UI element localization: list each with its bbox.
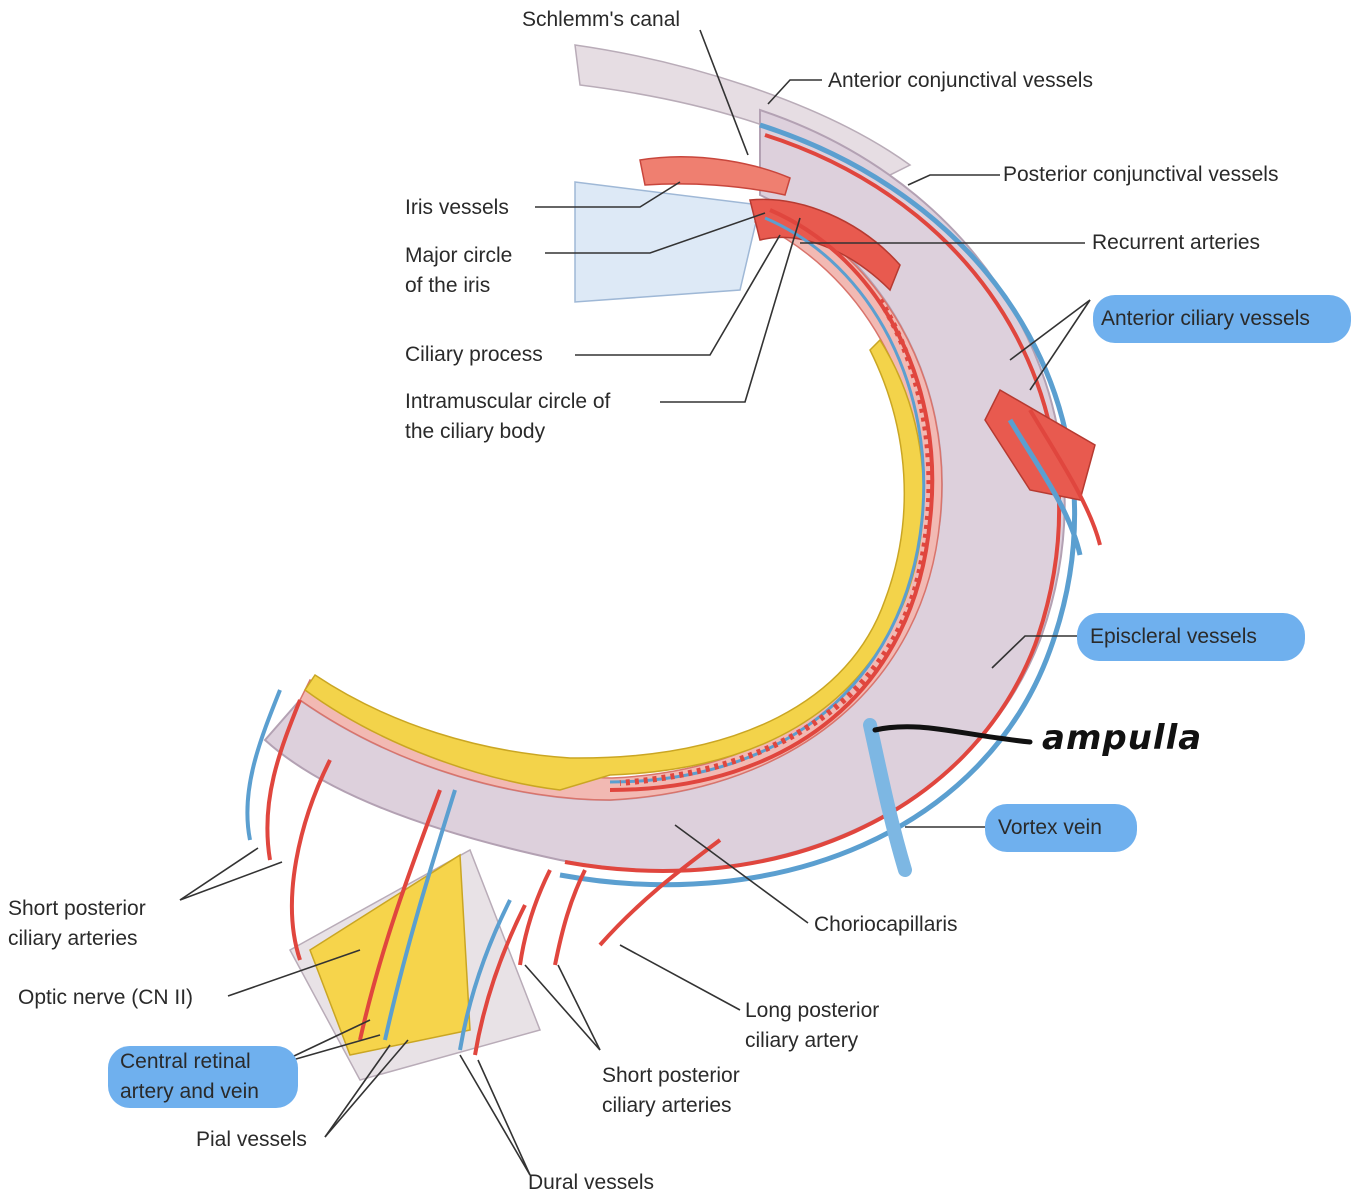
leader-pial-1 [324,1044,391,1138]
leader-major-circle [545,212,766,254]
label-long-posterior-2: ciliary artery [745,1029,859,1052]
label-ampulla: ampulla [1042,718,1203,758]
central-retinal-vein [383,789,457,1041]
label-central-retinal-1: Central retinal [120,1050,251,1073]
ampulla-pointer [872,724,1033,745]
leader-short-post-left-2 [179,861,283,901]
highlight-episcleral [1077,613,1305,661]
leader-lines [179,29,1091,1176]
dural-vessel-1 [458,899,512,1051]
leader-iris-vessels [535,181,681,208]
label-schlemms-canal: Schlemm's canal [522,8,681,31]
leader-short-post-bottom-2 [557,964,601,1051]
label-choriocapillaris: Choriocapillaris [814,913,958,936]
choroid-artery [609,208,935,792]
leader-post-conj [907,174,1000,186]
label-major-circle-2: of the iris [405,274,491,297]
label-major-circle-1: Major circle [405,244,513,267]
leader-ciliary-process [575,234,781,356]
label-posterior-conjunctival: Posterior conjunctival vessels [1003,163,1279,186]
label-intramuscular-1: Intramuscular circle of [405,390,611,413]
label-recurrent-arteries: Recurrent arteries [1092,231,1261,254]
leader-short-post-left-1 [179,847,259,901]
leader-pial-2 [324,1039,409,1138]
leader-short-post-bottom-1 [524,964,601,1051]
cornea [574,181,761,303]
label-iris-vessels: Iris vessels [405,196,509,219]
short-post-ciliary-bottom-1 [518,869,552,966]
label-anterior-conjunctival: Anterior conjunctival vessels [828,69,1093,92]
highlight-anterior-ciliary [1093,295,1351,343]
short-post-ciliary-left-1 [265,699,302,861]
short-post-ciliary-left-vein [245,689,282,841]
central-retinal-artery [358,789,442,1041]
label-short-post-bottom-1: Short posterior [602,1064,740,1087]
highlight-central-retinal [108,1046,298,1108]
leader-intramuscular [660,217,801,403]
label-short-post-left-1: Short posterior [8,897,146,920]
short-post-ciliary-left-2 [289,759,332,961]
label-ciliary-process: Ciliary process [405,343,543,366]
label-intramuscular-2: the ciliary body [405,420,546,443]
leader-episcleral [991,635,1077,669]
leader-long-post [619,944,741,1011]
leader-dural-1 [459,1054,531,1176]
anterior-ciliary-vein [1007,418,1083,556]
vortex-vein [863,718,912,877]
label-pial-vessels: Pial vessels [196,1128,307,1151]
label-short-post-left-2: ciliary arteries [8,927,138,950]
label-dural-vessels: Dural vessels [528,1171,655,1194]
episcleral-vein [559,122,1078,888]
iris [639,155,791,196]
highlight-vortex-vein [985,804,1137,852]
leader-ant-ciliary-2 [1029,299,1091,391]
label-short-post-bottom-2: ciliary arteries [602,1094,732,1117]
leader-choriocapillaris [674,824,809,924]
dural-vessel-2 [473,904,527,1056]
label-central-retinal-2: artery and vein [120,1080,259,1103]
episcleral-artery [564,133,1062,873]
anterior-ciliary-artery [1028,408,1102,546]
label-vortex-vein: Vortex vein [998,816,1102,839]
leader-ant-ciliary-1 [1009,299,1091,361]
leader-ant-conj [767,79,822,105]
leader-dural-2 [477,1059,531,1176]
label-optic-nerve: Optic nerve (CN II) [18,986,194,1009]
label-anterior-ciliary: Anterior ciliary vessels [1101,307,1310,330]
label-episcleral: Episcleral vessels [1090,625,1257,648]
label-long-posterior-1: Long posterior [745,999,880,1022]
leader-optic-nerve [227,949,361,997]
leader-schlemms [699,29,749,156]
long-post-ciliary-artery [598,838,722,947]
short-post-ciliary-bottom-2 [553,869,587,966]
optic-nerve [309,853,471,1056]
choriocapillaris-line [619,298,933,786]
